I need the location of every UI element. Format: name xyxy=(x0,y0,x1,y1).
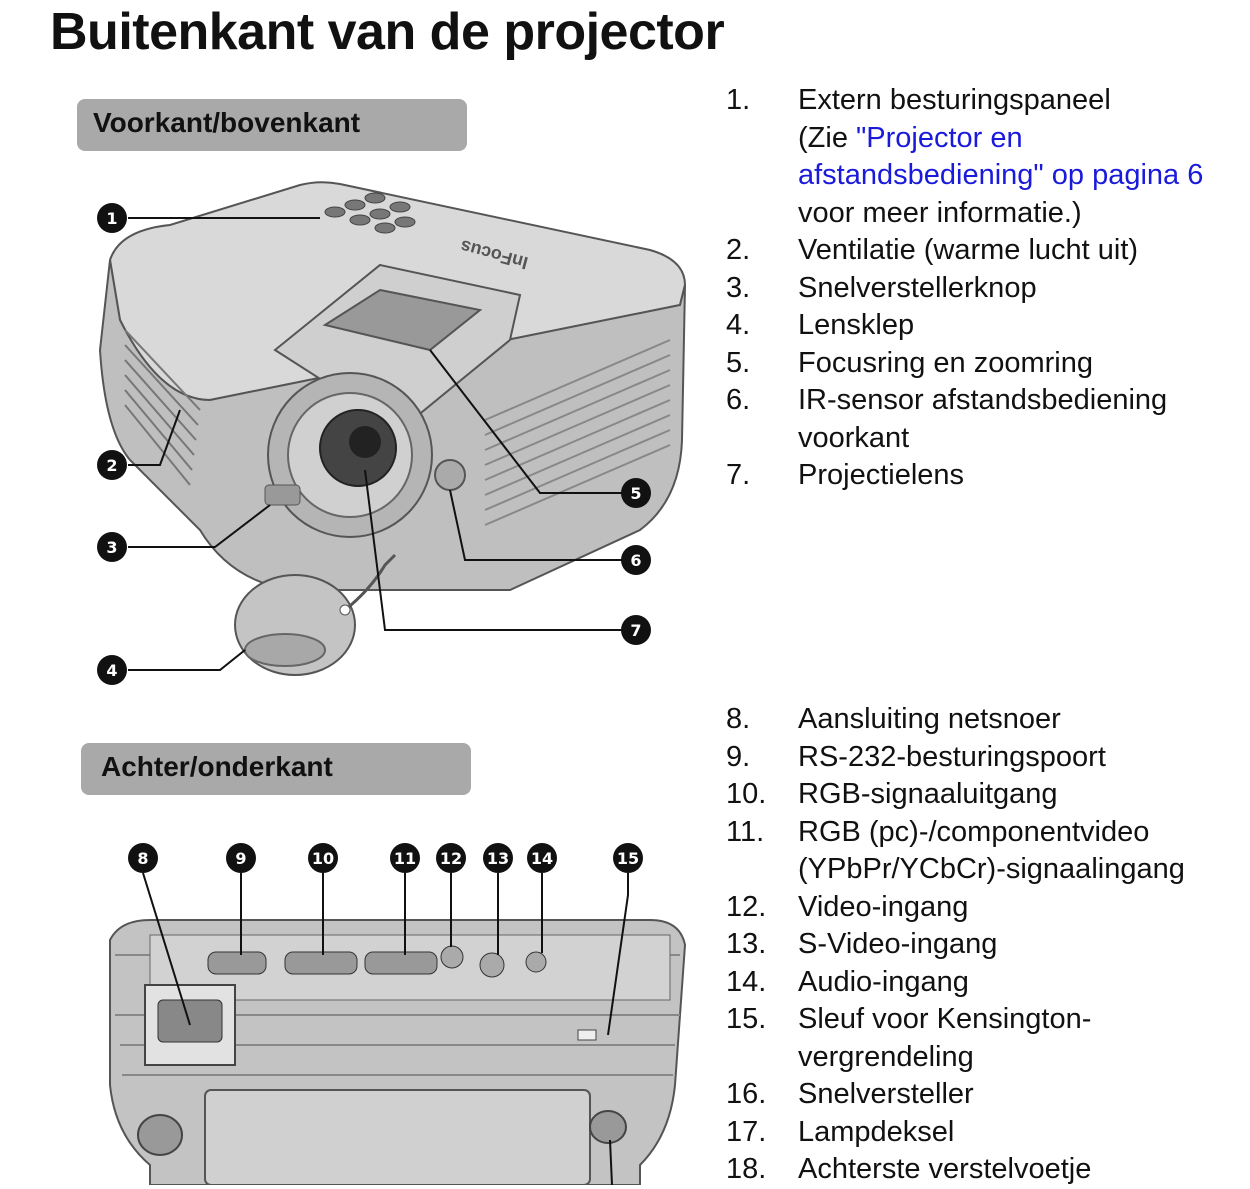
front-parts-list: 1. Extern besturingspaneel (Zie "Project… xyxy=(726,82,1238,495)
page-link[interactable]: "Projector en afstandsbediening" op pagi… xyxy=(798,121,1204,192)
callout-15: 15 xyxy=(613,843,643,873)
callout-9: 9 xyxy=(226,843,256,873)
svg-text:2: 2 xyxy=(106,456,117,475)
list-item: 12.Video-ingang xyxy=(726,890,969,923)
list-item: 17.Lampdeksel xyxy=(726,1115,955,1148)
callout-7: 7 xyxy=(621,615,651,645)
svg-text:5: 5 xyxy=(630,484,641,503)
list-item: 18.Achterste verstelvoetje xyxy=(726,1153,1092,1185)
projector-front-illustration: InFocus 1 2 3 4 5 6 7 xyxy=(97,181,687,685)
list-item: 14.Audio-ingang xyxy=(726,965,969,998)
svg-text:10: 10 xyxy=(312,849,334,868)
list-item: 11.RGB (pc)-/componentvideo (YPbPr/YCbCr… xyxy=(726,815,1185,886)
callout-6: 6 xyxy=(621,545,651,575)
callout-11: 11 xyxy=(390,843,420,873)
list-item: 6.IR-sensor afstandsbediening voorkant xyxy=(726,384,1168,454)
list-item: 10.RGB-signaaluitgang xyxy=(726,778,1058,810)
callout-1: 1 xyxy=(97,203,127,233)
callout-4: 4 xyxy=(97,655,127,685)
svg-text:7: 7 xyxy=(630,621,641,640)
callout-3: 3 xyxy=(97,532,127,562)
callout-14: 14 xyxy=(527,843,557,873)
list-item: 15.Sleuf voor Kensington-vergrendeling xyxy=(726,1003,1092,1073)
page-title: Buitenkant van de projector xyxy=(50,3,725,61)
svg-text:1: 1 xyxy=(106,209,117,228)
callout-10: 10 xyxy=(308,843,338,873)
callout-5: 5 xyxy=(621,478,651,508)
section-header-back: Achter/onderkant xyxy=(81,743,471,795)
callout-12: 12 xyxy=(436,843,466,873)
back-parts-list: 8.Aansluiting netsnoer 9.RS-232-besturin… xyxy=(726,701,1238,1189)
svg-text:11: 11 xyxy=(394,849,416,868)
list-item: 2.Ventilatie (warme lucht uit) xyxy=(726,234,1139,266)
list-item: 5.Focusring en zoomring xyxy=(726,346,1093,379)
svg-text:12: 12 xyxy=(440,849,462,868)
list-item: 3.Snelverstellerknop xyxy=(726,271,1037,304)
projector-back-illustration: 8 9 10 11 12 13 14 15 xyxy=(109,843,687,1185)
callout-8: 8 xyxy=(128,843,158,873)
svg-text:4: 4 xyxy=(106,661,117,680)
callout-2: 2 xyxy=(97,450,127,480)
svg-text:14: 14 xyxy=(531,849,553,868)
svg-text:9: 9 xyxy=(235,849,246,868)
callout-13: 13 xyxy=(483,843,513,873)
list-item: 13.S-Video-ingang xyxy=(726,928,998,960)
svg-text:3: 3 xyxy=(106,538,117,557)
list-item: 7.Projectielens xyxy=(726,459,965,491)
svg-text:8: 8 xyxy=(137,849,148,868)
list-item: 9.RS-232-besturingspoort xyxy=(726,740,1106,773)
list-item: 1. Extern besturingspaneel (Zie "Project… xyxy=(726,84,1204,229)
svg-text:6: 6 xyxy=(630,551,641,570)
section-header-front: Voorkant/bovenkant xyxy=(77,99,467,151)
list-item: 4.Lensklep xyxy=(726,309,915,341)
svg-text:13: 13 xyxy=(487,849,509,868)
svg-text:15: 15 xyxy=(617,849,639,868)
list-item: 8.Aansluiting netsnoer xyxy=(726,703,1061,735)
list-item: 16.Snelversteller xyxy=(726,1078,974,1110)
